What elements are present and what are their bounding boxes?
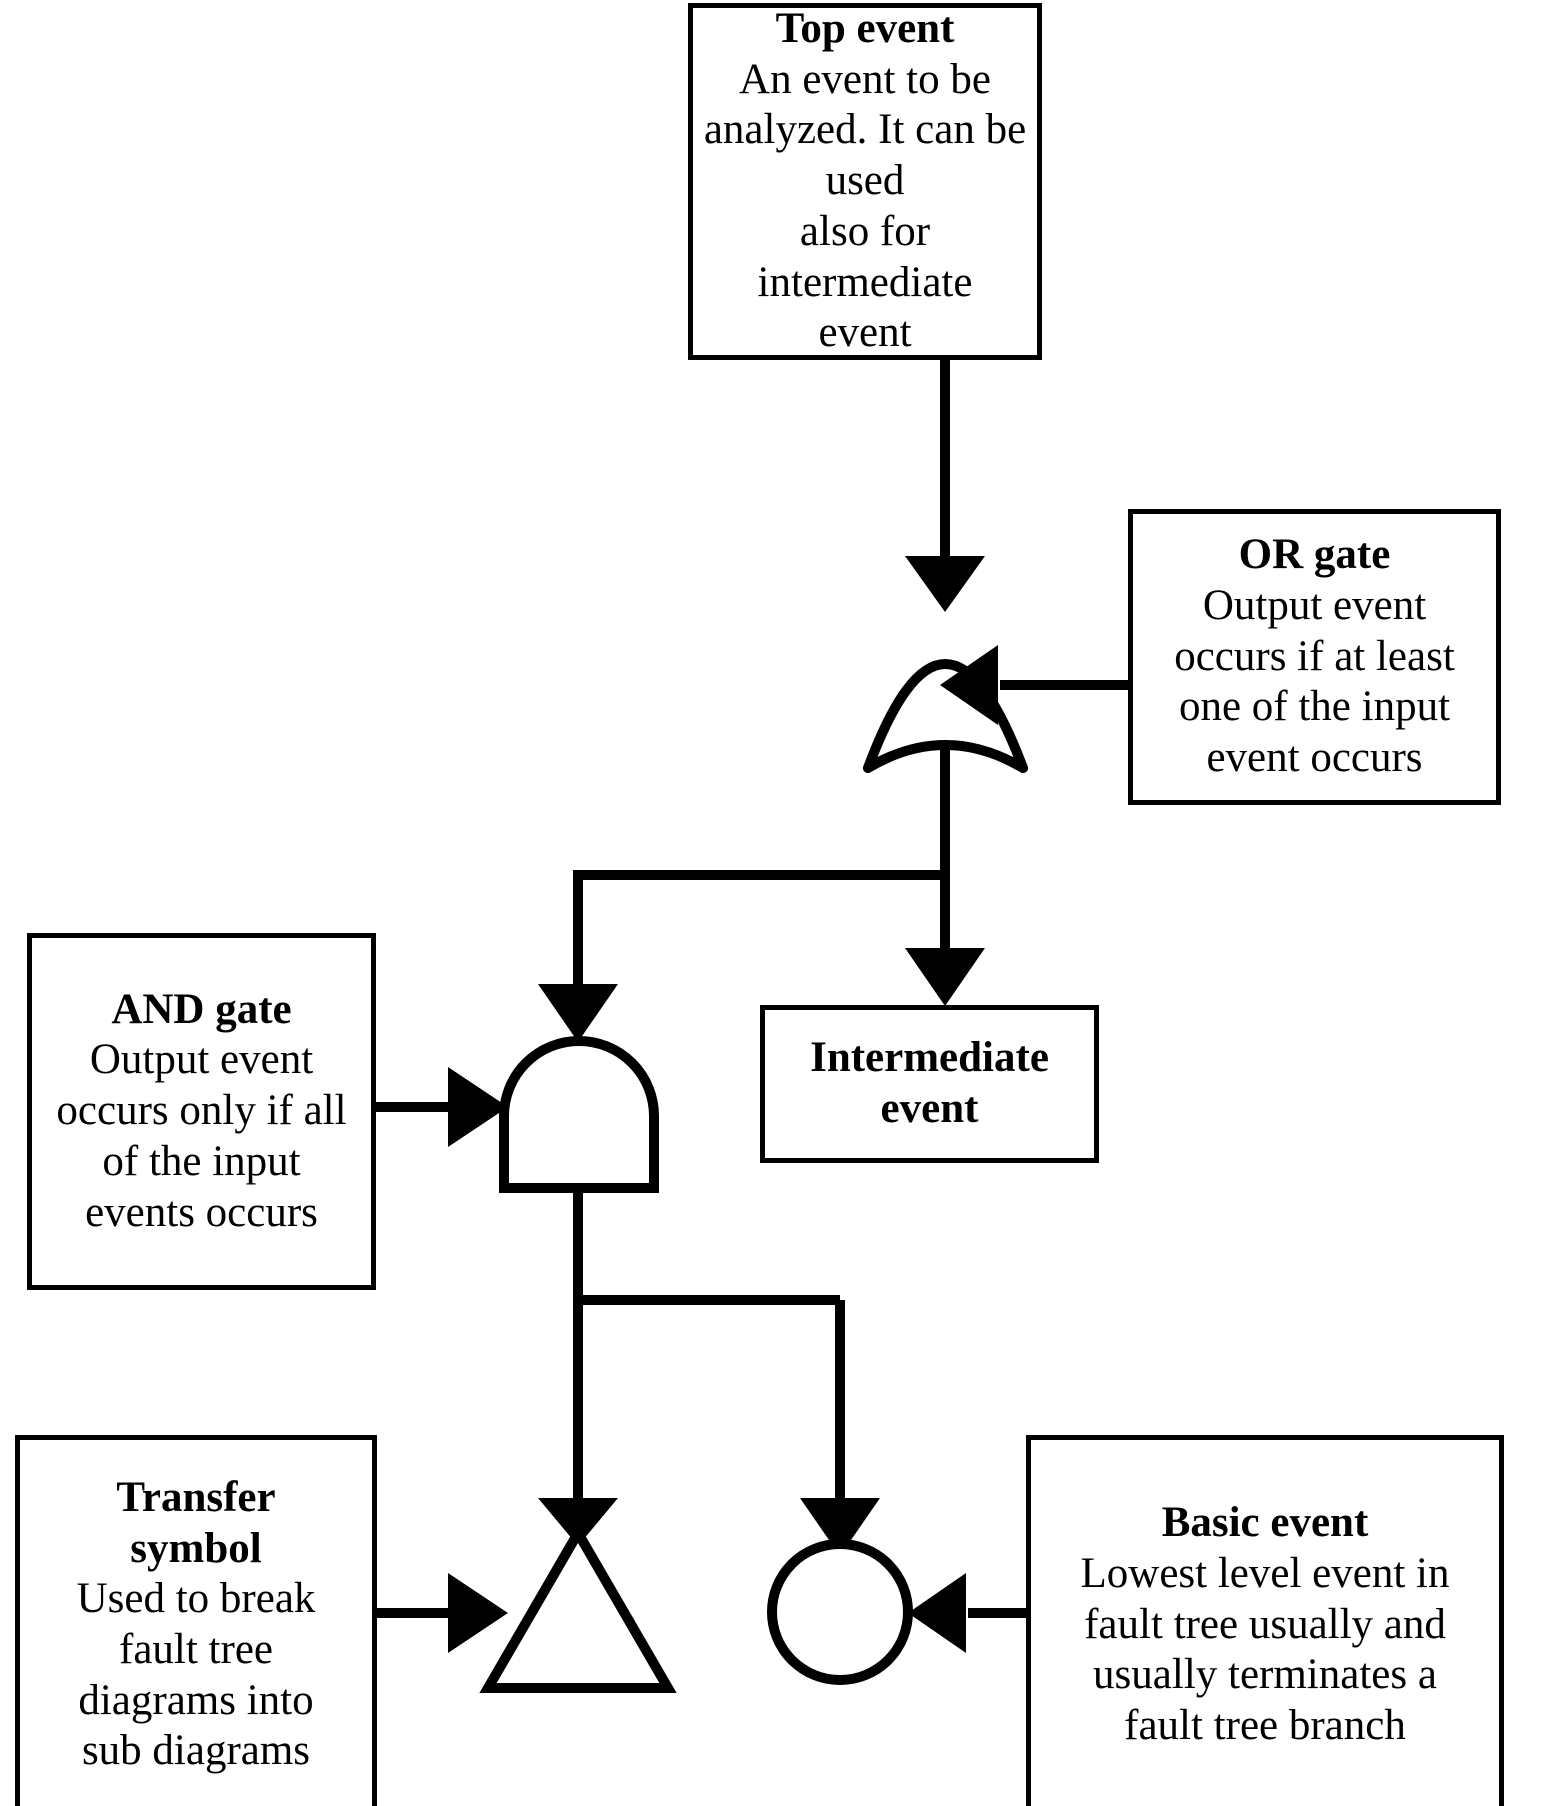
transfer-symbol-body-line-4: sub diagrams [81,1727,311,1775]
top-event-body-line-2: analyzed. It can be used [703,106,1027,205]
transfer-symbol-body-line-2: fault tree [119,1626,273,1673]
transfer-symbol-title-line-2: symbol [130,1524,262,1572]
top-event-body-line-1: An event to be [739,55,991,103]
or-gate-body-line-1: Output event [1202,581,1427,629]
basic-event-body-line-1: Lowest level event in [1080,1549,1450,1597]
or-gate-body-line-2: occurs if at least [1174,632,1455,680]
and-gate-body-line-3: of the input [102,1137,301,1185]
top-event-body: An event to be analyzed. It can be used … [693,55,1037,359]
or-gate-symbol [863,659,1028,773]
intermediate-event-title-line-2: event [880,1085,979,1132]
or-gate-title: OR gate [1238,531,1391,579]
connector-and-gate-outputs [538,1188,880,1556]
legend-box-transfer-symbol: Transfer symbol Used to break fault tree… [15,1435,377,1806]
connector-top-event-to-or-gate [905,360,985,612]
connector-and-gate-label-to-and-gate [376,1067,508,1147]
top-event-title: Top event [775,4,955,52]
basic-event-body-line-3: usually terminates a [1093,1651,1437,1699]
or-gate-body: Output event occurs if at least one of t… [1133,581,1496,784]
and-gate-body: Output event occurs only if all of the i… [32,1035,371,1238]
or-gate-body-line-3: one of the input [1178,683,1451,731]
top-event-body-line-3: also for intermediate [757,207,973,306]
transfer-symbol-body: Used to break fault tree diagrams into s… [20,1574,372,1777]
and-gate-title: AND gate [111,985,292,1033]
top-event-body-line-4: event [818,309,912,357]
and-gate-body-line-2: occurs only if all [56,1087,347,1135]
and-gate-body-line-1: Output event [89,1036,314,1084]
basic-event-body: Lowest level event in fault tree usually… [1031,1549,1499,1752]
transfer-symbol-title-line-1: Transfer [116,1473,276,1521]
legend-box-and-gate: AND gate Output event occurs only if all… [27,933,376,1290]
connector-or-gate-label-to-or-gate [940,645,1128,725]
basic-event-circle-symbol [767,1539,913,1685]
connector-basic-event-label-to-circle [908,1573,1026,1653]
connector-transfer-label-to-transfer-symbol [377,1573,508,1653]
or-gate-body-line-4: event occurs [1206,734,1423,782]
transfer-symbol-body-line-3: diagrams into [78,1676,314,1724]
basic-event-title: Basic event [1161,1499,1369,1547]
legend-box-basic-event: Basic event Lowest level event in fault … [1026,1435,1504,1806]
transfer-symbol-body-line-1: Used to break [76,1575,316,1623]
legend-box-intermediate-event: Intermediate event [760,1005,1099,1163]
legend-box-top-event: Top event An event to be analyzed. It ca… [688,3,1042,360]
legend-box-or-gate: OR gate Output event occurs if at least … [1128,509,1501,805]
basic-event-body-line-4: fault tree branch [1124,1702,1406,1750]
and-gate-symbol [499,1036,659,1193]
connector-or-gate-outputs [538,748,985,1042]
and-gate-body-line-4: events occurs [85,1188,318,1236]
intermediate-event-title-line-1: Intermediate [810,1034,1049,1082]
basic-event-body-line-2: fault tree usually and [1084,1600,1446,1648]
transfer-triangle-symbol [479,1523,677,1693]
